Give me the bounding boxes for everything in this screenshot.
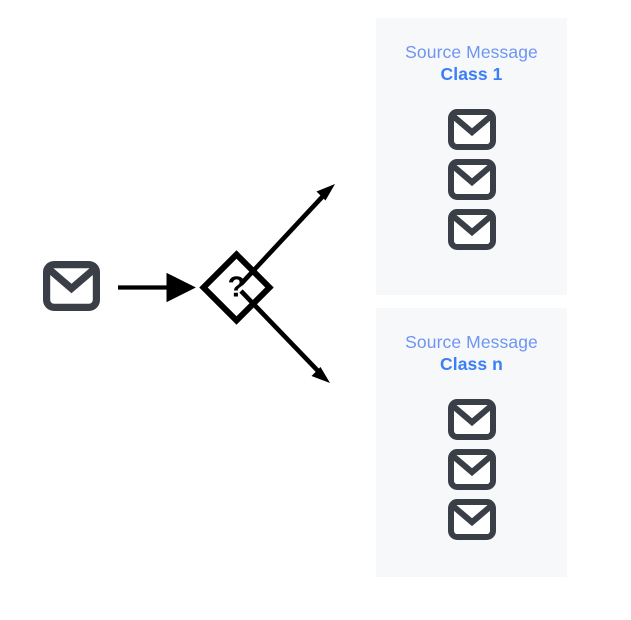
class-panel-class-n: Source Message Class n: [376, 308, 567, 577]
message-envelope-icon: [447, 208, 496, 250]
message-envelope-icon: [447, 158, 496, 200]
message-envelope-icon: [447, 108, 496, 150]
panel-source-label: Source Message: [405, 42, 538, 62]
source-envelope-icon: [43, 261, 100, 311]
message-list: [447, 398, 496, 540]
arrow-decision-to-class-1: [239, 184, 335, 286]
panel-class-label: Class n: [440, 354, 503, 375]
panel-class-label: Class 1: [440, 64, 503, 85]
panel-heading: Source Message Class 1: [405, 41, 538, 86]
message-list: [447, 108, 496, 250]
class-panel-class-1: Source Message Class 1: [376, 18, 567, 295]
message-envelope-icon: [447, 448, 496, 490]
message-envelope-icon: [447, 398, 496, 440]
panel-heading: Source Message Class n: [405, 331, 538, 376]
decision-question-mark: ?: [228, 272, 246, 304]
arrow-decision-to-class-n: [239, 289, 330, 383]
message-envelope-icon: [447, 498, 496, 540]
panel-source-label: Source Message: [405, 332, 538, 352]
